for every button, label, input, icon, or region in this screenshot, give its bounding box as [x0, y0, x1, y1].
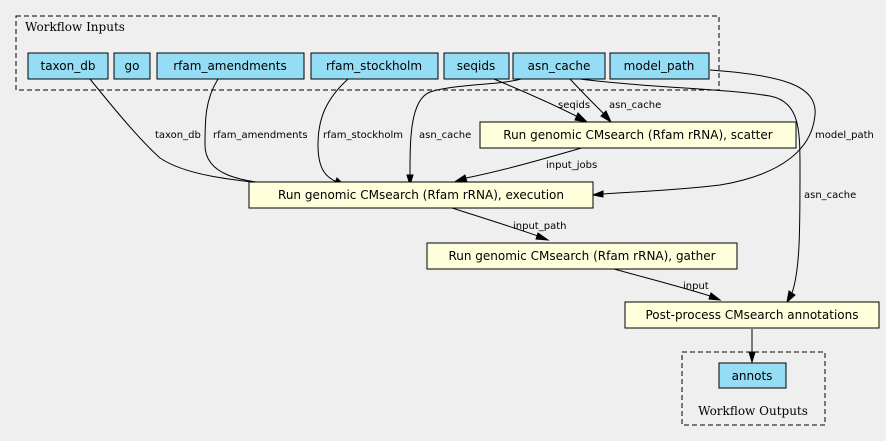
output-annots-label: annots	[732, 369, 773, 383]
step-gather-label: Run genomic CMsearch (Rfam rRNA), gather	[448, 249, 715, 263]
edge-input-jobs: input_jobs	[454, 146, 597, 183]
input-rfam-amendments-label: rfam_amendments	[173, 59, 286, 73]
edge-annots	[748, 329, 756, 364]
step-execution[interactable]: Run genomic CMsearch (Rfam rRNA), execut…	[248, 181, 594, 209]
edge-input: input	[613, 268, 722, 301]
input-go-label: go	[125, 59, 140, 73]
edge-label-rfam-amendments: rfam_amendments	[213, 130, 308, 141]
output-annots[interactable]: annots	[718, 362, 787, 389]
step-postprocess[interactable]: Post-process CMsearch annotations	[624, 301, 880, 329]
edge-asn-cache-execution: asn_cache	[406, 78, 522, 187]
edge-label-seqids: seqids	[558, 100, 590, 111]
edge-label-input-path: input_path	[513, 221, 566, 232]
edge-input-path: input_path	[451, 207, 566, 241]
edge-seqids: seqids	[493, 78, 590, 123]
input-seqids-label: seqids	[457, 59, 495, 73]
edge-model-path: model_path	[591, 69, 874, 198]
edge-label-input-jobs: input_jobs	[546, 160, 597, 171]
edge-label-asn-cache-postprocess: asn_cache	[804, 190, 856, 201]
input-asn-cache-label: asn_cache	[528, 59, 591, 73]
step-execution-label: Run genomic CMsearch (Rfam rRNA), execut…	[278, 188, 564, 202]
edge-label-asn-cache-scatter: asn_cache	[609, 100, 661, 111]
step-gather[interactable]: Run genomic CMsearch (Rfam rRNA), gather	[426, 242, 738, 270]
input-seqids[interactable]: seqids	[443, 52, 510, 80]
edge-label-rfam-stockholm: rfam_stockholm	[323, 130, 403, 141]
workflow-outputs-label: Workflow Outputs	[698, 404, 808, 418]
input-asn-cache[interactable]: asn_cache	[512, 52, 606, 80]
edge-label-taxon-db: taxon_db	[155, 130, 201, 141]
edge-label-model-path: model_path	[815, 130, 874, 141]
input-taxon-db-label: taxon_db	[41, 59, 96, 73]
workflow-inputs-cluster: Workflow Inputs	[15, 15, 720, 91]
workflow-inputs-label: Workflow Inputs	[25, 20, 125, 34]
input-rfam-amendments[interactable]: rfam_amendments	[156, 52, 305, 80]
edge-rfam-stockholm: rfam_stockholm	[317, 78, 403, 187]
edge-asn-cache-scatter: asn_cache	[569, 78, 661, 124]
input-model-path-label: model_path	[624, 59, 695, 73]
input-taxon-db[interactable]: taxon_db	[27, 52, 109, 80]
step-postprocess-label: Post-process CMsearch annotations	[646, 308, 859, 322]
input-rfam-stockholm-label: rfam_stockholm	[326, 59, 422, 73]
input-model-path[interactable]: model_path	[609, 52, 710, 80]
edge-asn-cache-postprocess: asn_cache	[579, 78, 856, 304]
step-scatter[interactable]: Run genomic CMsearch (Rfam rRNA), scatte…	[479, 121, 797, 149]
input-rfam-stockholm[interactable]: rfam_stockholm	[310, 52, 439, 80]
edge-rfam-amendments: rfam_amendments	[204, 78, 308, 190]
input-go[interactable]: go	[113, 52, 151, 80]
edge-label-input: input	[683, 281, 709, 292]
step-scatter-label: Run genomic CMsearch (Rfam rRNA), scatte…	[503, 128, 772, 142]
edge-label-asn-cache-execution: asn_cache	[419, 130, 471, 141]
workflow-outputs-cluster: Workflow Outputs	[681, 351, 826, 426]
